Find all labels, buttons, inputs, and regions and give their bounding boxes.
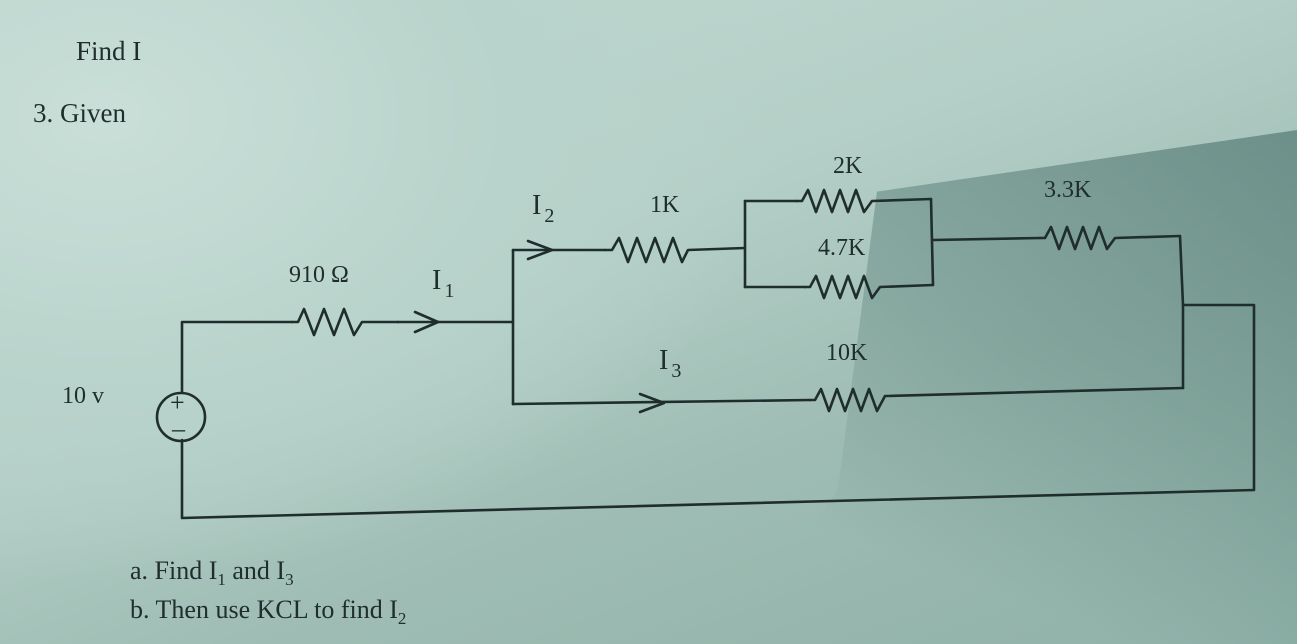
question-a-prefix: a. Find I	[130, 556, 218, 585]
question-b-sub1: 2	[397, 609, 407, 628]
question-a: a. Find I1 and I3	[130, 556, 294, 589]
current-i1-subscript: 1	[444, 280, 455, 302]
resistor-1k-label: 1K	[650, 192, 680, 218]
resistor-10k-label: 10K	[826, 340, 868, 366]
find-heading: Find I	[76, 36, 142, 66]
wire-source-top	[180, 320, 294, 394]
given-heading: 3. Given	[33, 98, 126, 128]
question-b-prefix: b. Then use KCL to find I	[130, 595, 398, 624]
wire-right-down	[1178, 234, 1185, 390]
current-i2-letter: I	[532, 190, 542, 221]
arrow-i3	[638, 392, 666, 414]
resistor-4-7k	[803, 274, 935, 300]
resistor-2k-label: 2K	[833, 153, 863, 179]
current-i3-letter: I	[659, 345, 669, 376]
resistor-3-3k-label: 3.3K	[1044, 177, 1092, 203]
voltage-source-symbol	[155, 391, 207, 443]
resistor-2k	[795, 188, 933, 214]
resistor-1k	[603, 236, 747, 264]
current-i1-letter: I	[432, 265, 442, 296]
resistor-3-3k	[1038, 225, 1182, 251]
source-voltage-label: 10 v	[62, 383, 104, 409]
question-a-sub1: 1	[217, 570, 226, 589]
wire-parallel-right	[929, 197, 935, 287]
arrow-i1	[413, 310, 440, 334]
current-i2-subscript: 2	[544, 205, 555, 227]
resistor-4-7k-label: 4.7K	[818, 235, 866, 261]
current-i3-subscript: 3	[671, 360, 682, 382]
question-b: b. Then use KCL to find I2	[130, 595, 407, 628]
resistor-910-label: 910 Ω	[289, 262, 349, 288]
source-minus-sign: –	[172, 414, 185, 443]
wire-to-3-3k	[931, 236, 1042, 242]
resistor-10k	[808, 386, 1185, 413]
resistor-910	[290, 307, 400, 337]
question-a-sub2: 3	[285, 570, 294, 589]
arrow-i2	[526, 239, 554, 261]
wire-source-bottom	[180, 303, 1256, 520]
question-a-mid: and I	[225, 556, 286, 585]
source-plus-sign: +	[170, 388, 185, 417]
